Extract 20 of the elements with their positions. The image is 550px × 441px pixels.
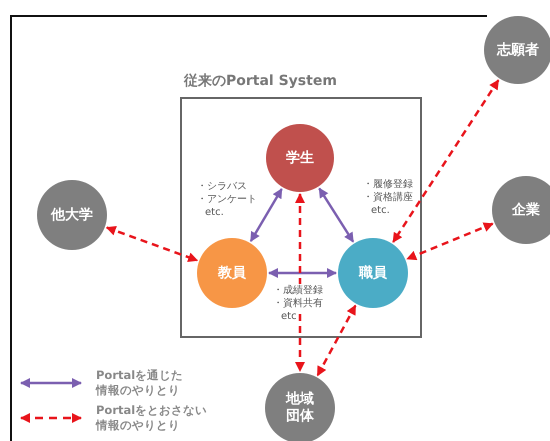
connector-arrow [406, 222, 494, 260]
circle-label: 他大学 [51, 206, 93, 224]
connector-arrow [106, 226, 198, 262]
circle-label: 志願者 [497, 42, 539, 58]
legend-text: Portalをとおさない情報のやりとり [96, 403, 208, 433]
role-circle [338, 238, 408, 308]
circle-label: 職員 [359, 264, 387, 282]
frame-title: 従来のPortal System [184, 72, 337, 90]
circle-label: 学生 [286, 150, 314, 166]
connector-arrow [316, 304, 356, 376]
circle-label: 教員 [218, 264, 246, 282]
connector-arrow [250, 188, 283, 242]
role-circle [492, 176, 550, 244]
circle-label: 地域団体 [284, 391, 315, 425]
circle-label: 企業 [512, 202, 540, 218]
legend-text: Portalを通じた情報のやりとり [96, 368, 184, 398]
connector-arrow [392, 79, 500, 243]
connector-arrow [318, 188, 354, 243]
connector-arrow [268, 268, 337, 278]
role-circle [484, 16, 550, 84]
